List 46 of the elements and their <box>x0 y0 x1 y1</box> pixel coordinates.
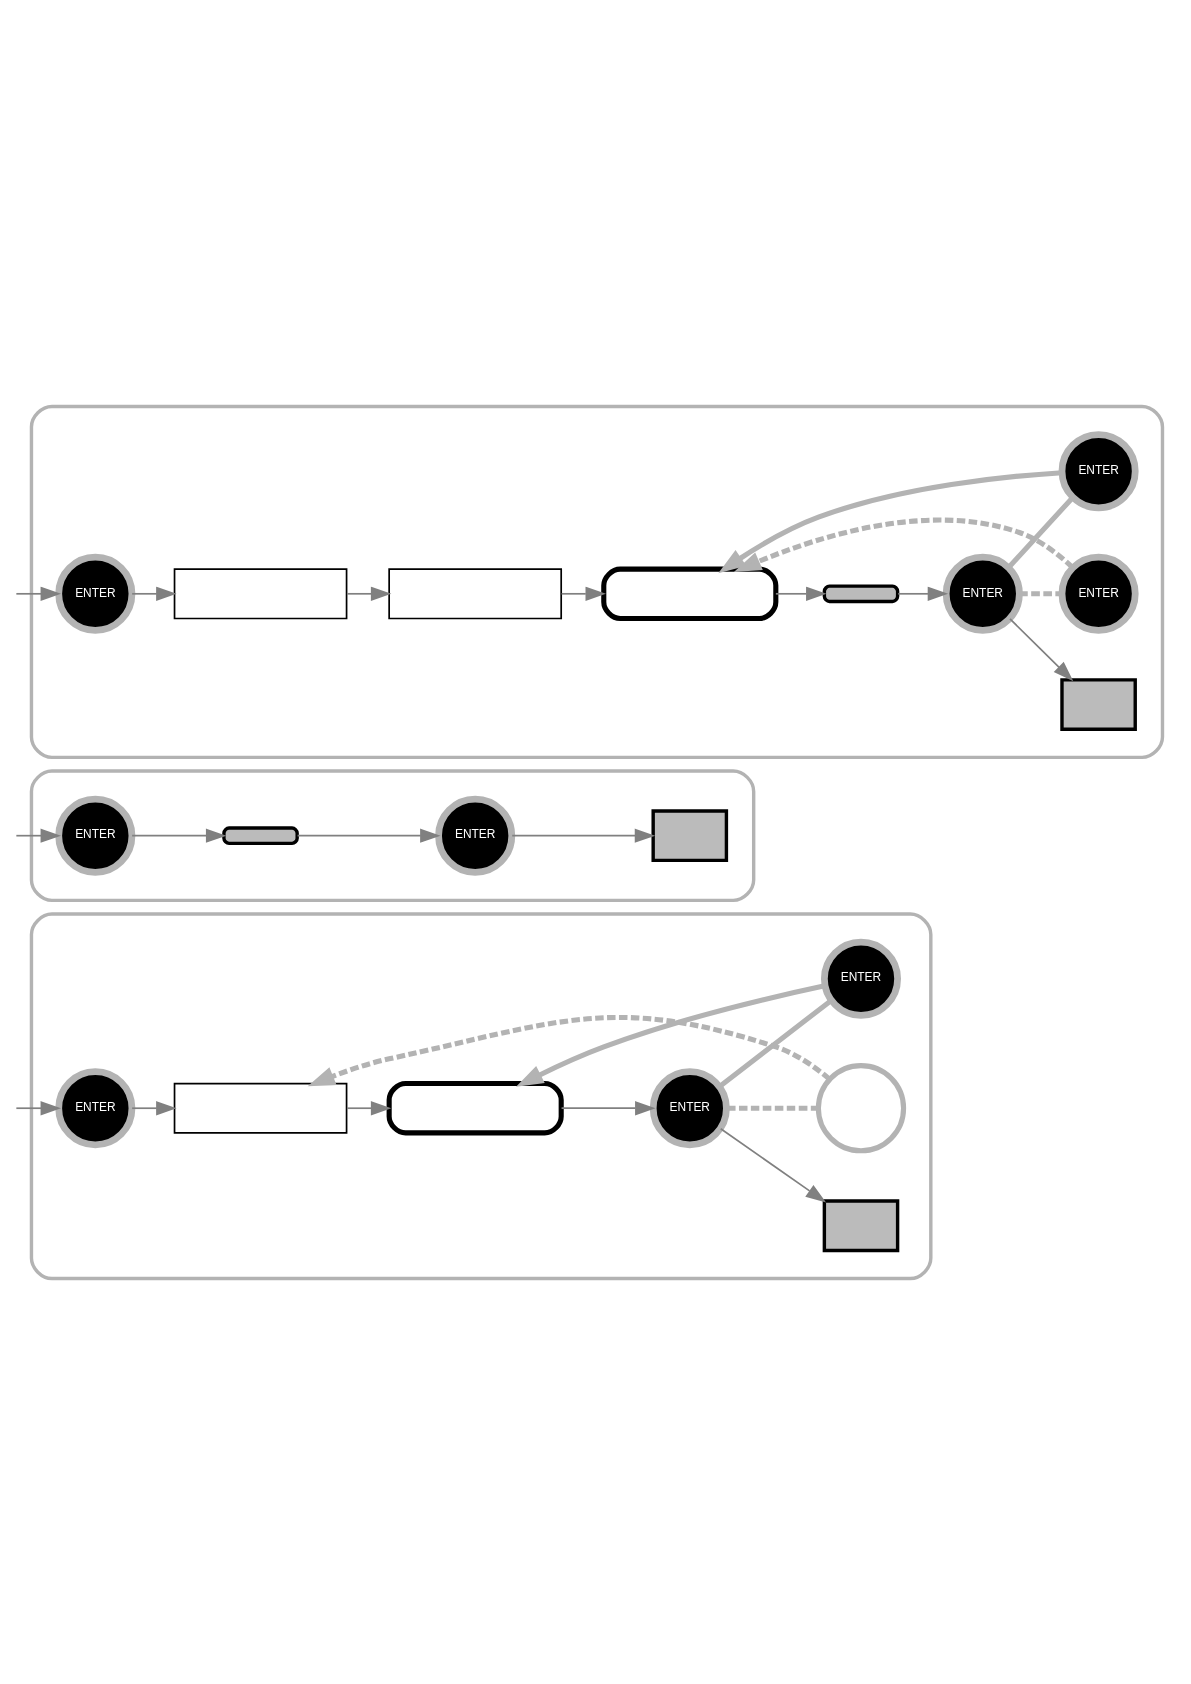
node-circle: ENTER <box>55 795 136 876</box>
cluster <box>29 768 756 902</box>
node-circle: ENTER <box>820 938 901 1019</box>
cluster <box>29 911 933 1280</box>
node-circle: ENTER <box>55 1067 136 1148</box>
connector <box>1007 495 1075 569</box>
arrow <box>346 1100 392 1115</box>
arrow <box>15 1100 62 1115</box>
node-circle <box>815 1062 907 1153</box>
arrow <box>897 586 949 601</box>
node-box <box>601 566 779 621</box>
arrow <box>131 586 177 601</box>
arrow <box>131 828 227 843</box>
arrow <box>1009 617 1074 681</box>
node-circle: ENTER <box>55 553 136 634</box>
connector <box>727 1105 818 1111</box>
node-circle: ENTER <box>435 795 516 876</box>
arrow <box>15 828 62 843</box>
connector <box>718 997 833 1088</box>
arrow <box>719 1127 827 1202</box>
arrow <box>346 586 392 601</box>
connector <box>1019 590 1062 596</box>
cluster <box>29 404 1165 759</box>
node-bar <box>822 583 900 603</box>
node-circle: ENTER <box>649 1067 730 1148</box>
node-box <box>822 1198 900 1252</box>
node-box <box>1060 677 1137 731</box>
arrow <box>307 1014 832 1086</box>
arrow <box>131 1100 177 1115</box>
node-box <box>651 808 729 862</box>
arrow <box>775 586 827 601</box>
arrow <box>560 1100 656 1115</box>
arrow <box>733 517 1075 572</box>
node-circle: ENTER <box>1058 553 1139 634</box>
arrow <box>296 828 441 843</box>
arrow <box>511 828 656 843</box>
node-box <box>386 1080 564 1135</box>
node-box <box>388 567 563 619</box>
node-box <box>173 567 348 619</box>
arrow <box>516 982 826 1087</box>
node-bar <box>222 825 299 845</box>
node-box <box>173 1082 348 1134</box>
arrow <box>15 586 62 601</box>
node-circle: ENTER <box>942 553 1023 634</box>
arrow <box>560 586 606 601</box>
node-circle: ENTER <box>1058 430 1139 511</box>
